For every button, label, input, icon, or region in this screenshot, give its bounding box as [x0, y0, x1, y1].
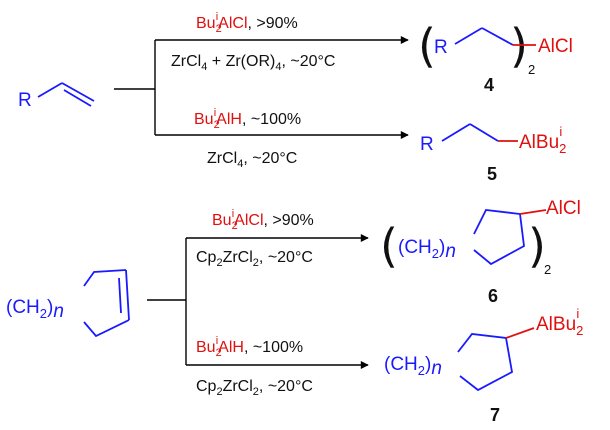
conditions-4: ZrCl4 + Zr(OR)4, ~20°C — [171, 53, 335, 73]
metal-group: AlBu2i — [519, 124, 566, 156]
top-branch-lines — [114, 36, 409, 139]
compound-number-6: 6 — [488, 286, 498, 306]
product-6: ( (CH2)n AlCl ) 2 — [380, 198, 581, 277]
metal-group: AlCl — [538, 36, 573, 57]
svg-text:(CH2)n: (CH2)n — [384, 354, 442, 379]
product-5: R AlBu2i — [420, 123, 566, 156]
svg-text:2: 2 — [544, 262, 551, 277]
conditions-6: Cp2ZrCl2, ~20°C — [196, 249, 313, 269]
svg-text:(CH2)n: (CH2)n — [6, 297, 64, 322]
svg-text:(CH2)n: (CH2)n — [398, 237, 456, 262]
reagent-7: Bu2iAlH, ~100% — [196, 335, 303, 359]
reagent-4: Bu2iAlCl, >90% — [196, 11, 298, 35]
svg-text:): ) — [528, 219, 546, 273]
metal-group: AlBu2i — [536, 306, 583, 338]
conditions-7: Cp2ZrCl2, ~20°C — [196, 378, 313, 398]
bottom-branch-lines — [147, 234, 369, 369]
compound-number-4: 4 — [484, 75, 494, 95]
svg-text:(: ( — [418, 19, 436, 73]
compound-number-7: 7 — [490, 405, 500, 425]
svg-text:(: ( — [380, 219, 398, 273]
svg-text:2: 2 — [528, 62, 535, 77]
metal-group: AlCl — [546, 198, 581, 219]
substituent-r: R — [434, 37, 448, 58]
svg-text:): ) — [510, 19, 528, 73]
alkene-substrate: R — [18, 82, 95, 111]
compound-number-5: 5 — [487, 164, 497, 184]
reagent-5: Bu2iAlH, ~100% — [194, 107, 301, 131]
substituent-r: R — [18, 90, 32, 111]
conditions-5: ZrCl4, ~20°C — [207, 150, 297, 170]
product-4: ( R ) 2 AlCl — [418, 19, 573, 77]
product-7: (CH2)n AlBu2i — [384, 306, 583, 392]
reagent-6: Bu2iAlCl, >90% — [212, 208, 314, 232]
substituent-r: R — [420, 134, 434, 155]
cycloalkene-substrate: (CH2)n — [6, 269, 130, 338]
